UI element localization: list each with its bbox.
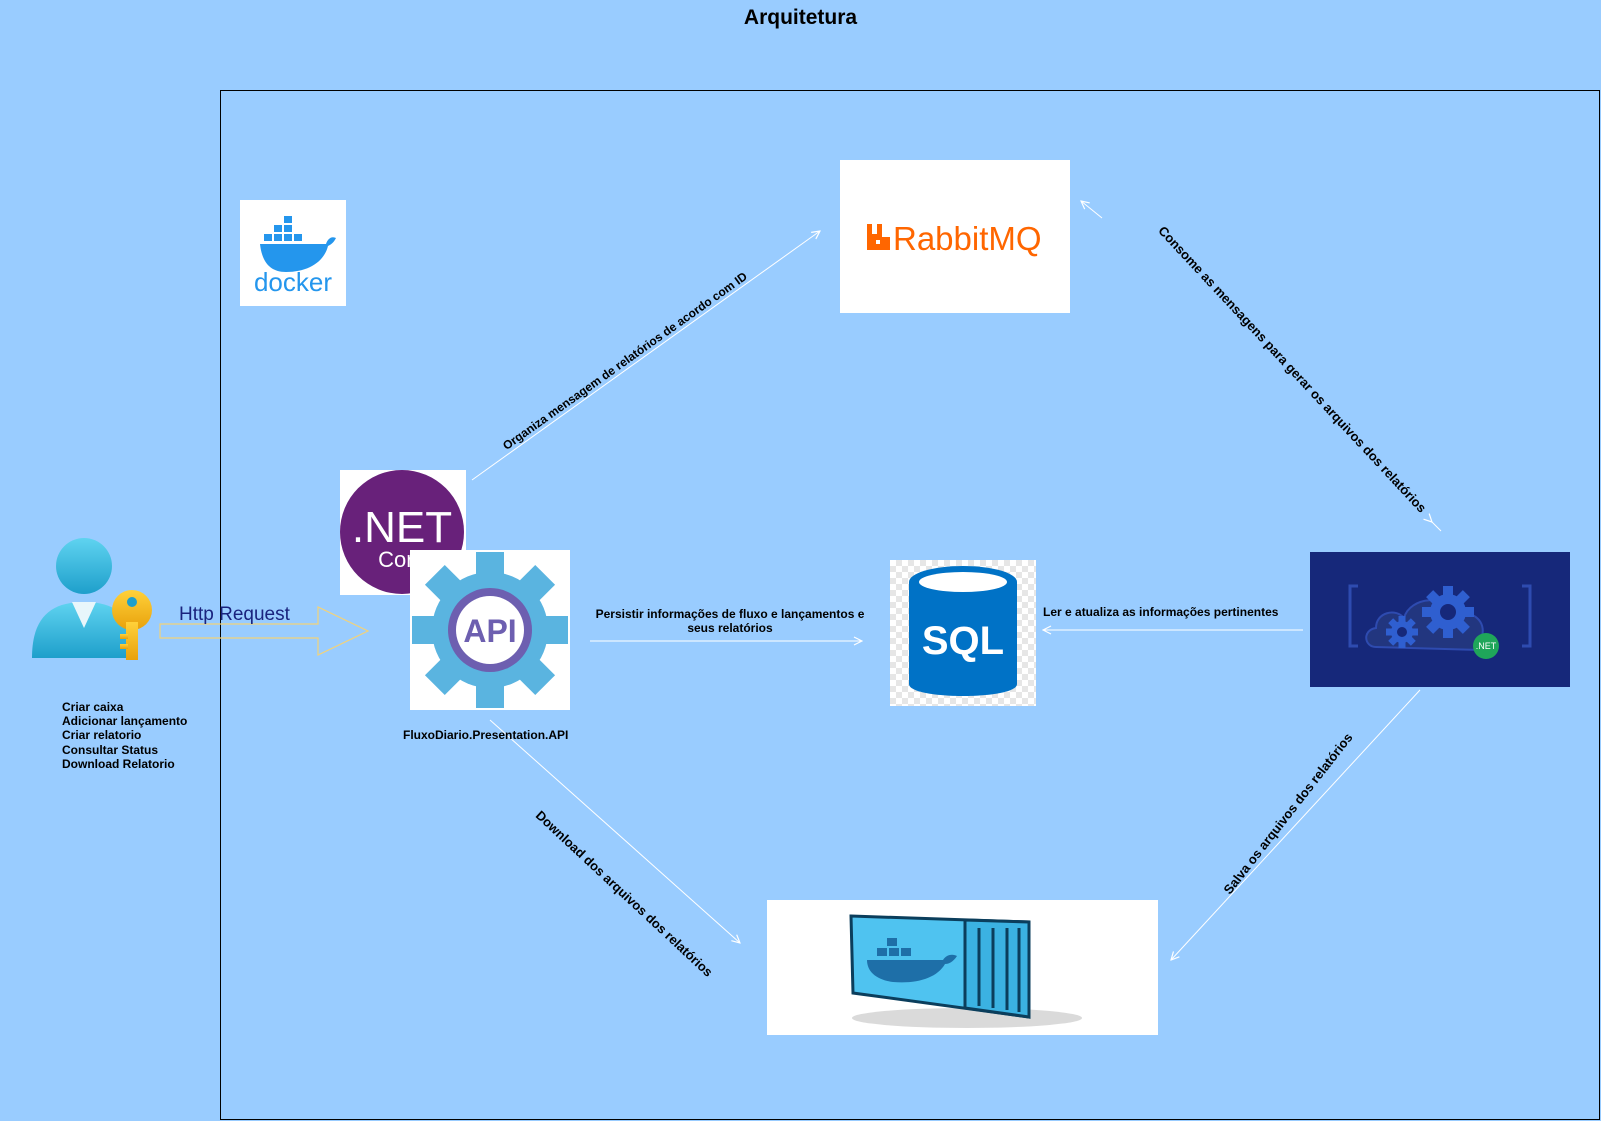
api-gear-text: API <box>463 613 516 649</box>
http-request-arrow <box>159 606 370 656</box>
rabbitmq-icon: RabbitMQ <box>867 220 1042 257</box>
sql-database-box: SQL <box>890 560 1036 706</box>
arrow-api-to-rabbitmq <box>471 231 820 481</box>
rabbitmq-logo: RabbitMQ <box>840 160 1070 313</box>
docker-container-icon <box>849 914 1082 1028</box>
dotnet-cloud-worker-icon: .NET <box>1348 584 1532 659</box>
http-request-label: Http Request <box>179 604 290 625</box>
report-worker-service: .NET <box>1310 552 1570 687</box>
dotnet-core-main-text: .NET <box>352 503 452 552</box>
user-key-icon <box>32 538 152 660</box>
user-actions-list: Criar caixa Adicionar lançamento Criar r… <box>62 700 187 771</box>
api-gear-icon-box: API <box>410 550 570 710</box>
user-action-item: Download Relatorio <box>62 756 175 771</box>
user-action-item: Criar caixa <box>62 700 124 714</box>
docker-environment-boundary <box>220 90 1600 1120</box>
edge-label-api-to-sql-line2: seus relatórios <box>687 621 773 635</box>
user-action-item: Adicionar lançamento <box>62 714 188 729</box>
user-action-item: Criar relatorio <box>62 728 142 743</box>
edge-label-api-to-sql-line1: Persistir informações de fluxo e lançame… <box>595 607 865 621</box>
arrow-worker-to-rabbitmq-top <box>1081 201 1103 219</box>
api-gear-icon: API <box>412 552 568 708</box>
diagram-title: Arquitetura <box>743 6 858 29</box>
arrow-worker-to-storage <box>1171 689 1421 960</box>
rabbitmq-logo-text: RabbitMQ <box>893 220 1042 257</box>
arrow-worker-to-rabbitmq-bottom <box>1432 522 1442 532</box>
sql-database-icon: SQL <box>909 566 1017 696</box>
worker-dotnet-badge-text: .NET <box>1476 641 1497 651</box>
docker-whale-icon: docker <box>254 216 336 297</box>
docker-logo-text: docker <box>254 267 332 297</box>
docker-logo: docker <box>240 200 346 306</box>
user-action-item: Consultar Status <box>62 742 159 757</box>
file-storage-container <box>767 900 1158 1035</box>
edge-label-worker-to-sql: Ler e atualiza as informações pertinente… <box>1043 605 1279 619</box>
api-service-label: FluxoDiario.Presentation.API <box>403 728 569 742</box>
edge-label-api-to-sql: Persistir informações de fluxo e lançame… <box>590 607 870 635</box>
arrow-api-to-storage <box>489 719 740 943</box>
sql-icon-text: SQL <box>922 619 1004 663</box>
